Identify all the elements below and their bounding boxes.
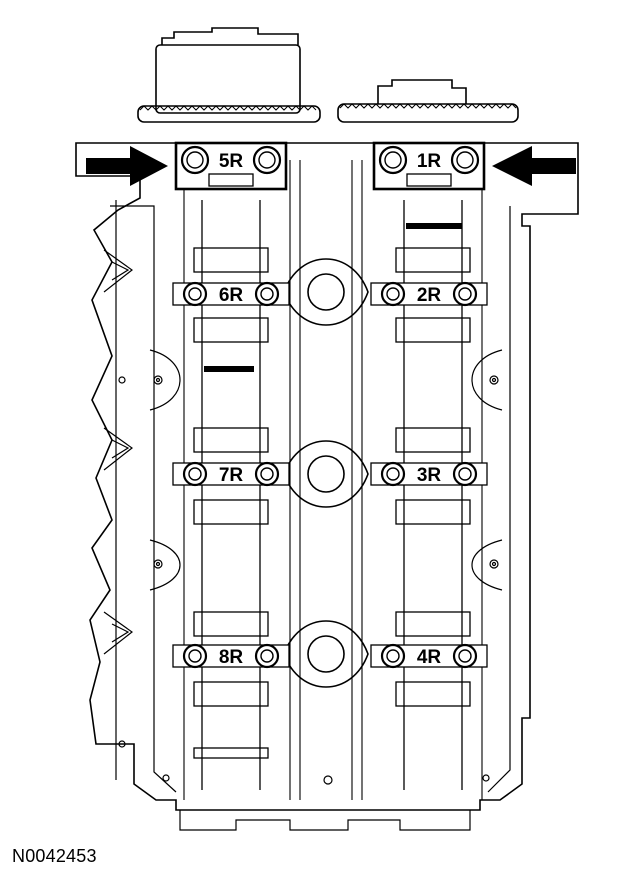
spark-plug-bore: [283, 440, 369, 508]
bolt-icon: [254, 461, 280, 487]
bearing-cap-label: 5R: [219, 151, 244, 172]
bearing-cap-label: 3R: [417, 465, 442, 486]
left-camshaft: [193, 200, 269, 790]
bearing-caps: 5R 1R 6R 2R 7R 3R 8R 4R: [172, 141, 488, 669]
bolt-icon: [252, 145, 282, 175]
bolt-icon: [180, 145, 210, 175]
bearing-cap-label: 6R: [219, 285, 244, 306]
bolt-icon: [182, 643, 208, 669]
left-arrow-pointing-right-icon: [86, 146, 168, 186]
cylinder-head-outline: [75, 142, 579, 811]
bolt-icon: [380, 281, 406, 307]
bolt-icon: [452, 643, 478, 669]
bearing-cap-label: 1R: [417, 151, 442, 172]
bolt-icon: [450, 145, 480, 175]
bolt-icon: [254, 643, 280, 669]
bolt-icon: [380, 643, 406, 669]
bolt-icon: [380, 461, 406, 487]
left-side-fins: [103, 200, 134, 780]
bolt-icon: [378, 145, 408, 175]
timing-mark: [406, 223, 462, 229]
bearing-cap-1r: 1R: [372, 141, 486, 191]
bearing-cap-7r: 7R: [172, 461, 290, 487]
right-cam-sprocket: [337, 79, 519, 123]
bearing-cap-8r: 8R: [172, 643, 290, 669]
left-cam-sprocket: [137, 27, 321, 123]
right-arrow-pointing-left-icon: [492, 146, 576, 186]
bolt-icon: [182, 461, 208, 487]
right-camshaft: [395, 200, 471, 790]
bolt-icon: [452, 461, 478, 487]
bearing-cap-2r: 2R: [370, 281, 488, 307]
bearing-cap-label: 4R: [417, 647, 442, 668]
bolt-icon: [254, 281, 280, 307]
bearing-cap-4r: 4R: [370, 643, 488, 669]
timing-mark: [204, 366, 254, 372]
figure-reference-id: N0042453: [12, 846, 97, 866]
bolt-icon: [452, 281, 478, 307]
spark-plug-bore: [283, 620, 369, 688]
bolt-icon: [182, 281, 208, 307]
bearing-cap-3r: 3R: [370, 461, 488, 487]
bearing-cap-label: 7R: [219, 465, 244, 486]
bearing-cap-6r: 6R: [172, 281, 290, 307]
bearing-cap-label: 2R: [417, 285, 442, 306]
bearing-cap-5r: 5R: [174, 141, 288, 191]
bearing-cap-label: 8R: [219, 647, 244, 668]
spark-plug-bore: [283, 258, 369, 326]
